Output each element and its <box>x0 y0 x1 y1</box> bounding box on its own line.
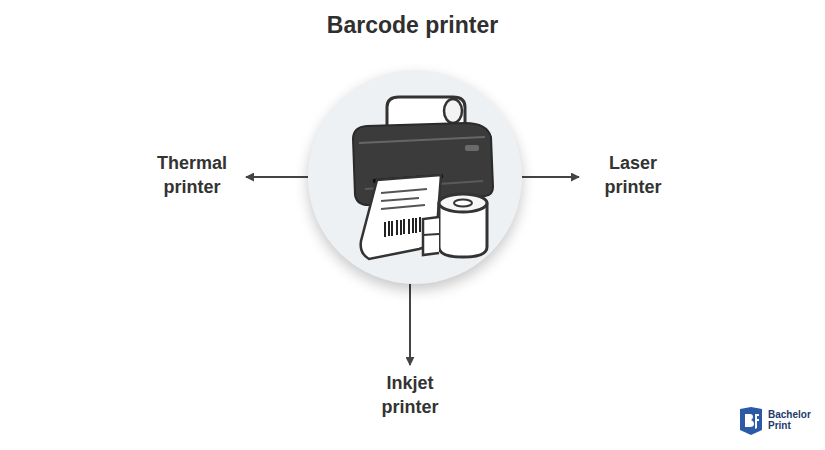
arrow-connector <box>409 284 411 365</box>
node-text: Inkjet printer <box>362 371 458 419</box>
logo-icon <box>738 406 764 436</box>
type-label-node: Thermal printer <box>144 151 240 199</box>
node-text: Laser printer <box>585 151 681 199</box>
arrow-connector <box>522 176 579 178</box>
logo-text: Bachelor Print <box>768 409 816 431</box>
arrow-connector <box>246 176 308 178</box>
node-text: Thermal printer <box>144 151 240 199</box>
type-label-node: Laser printer <box>585 151 681 199</box>
printer-illustration <box>315 77 515 277</box>
diagram-title: Barcode printer <box>0 12 825 39</box>
type-label-node: Inkjet printer <box>362 371 458 419</box>
